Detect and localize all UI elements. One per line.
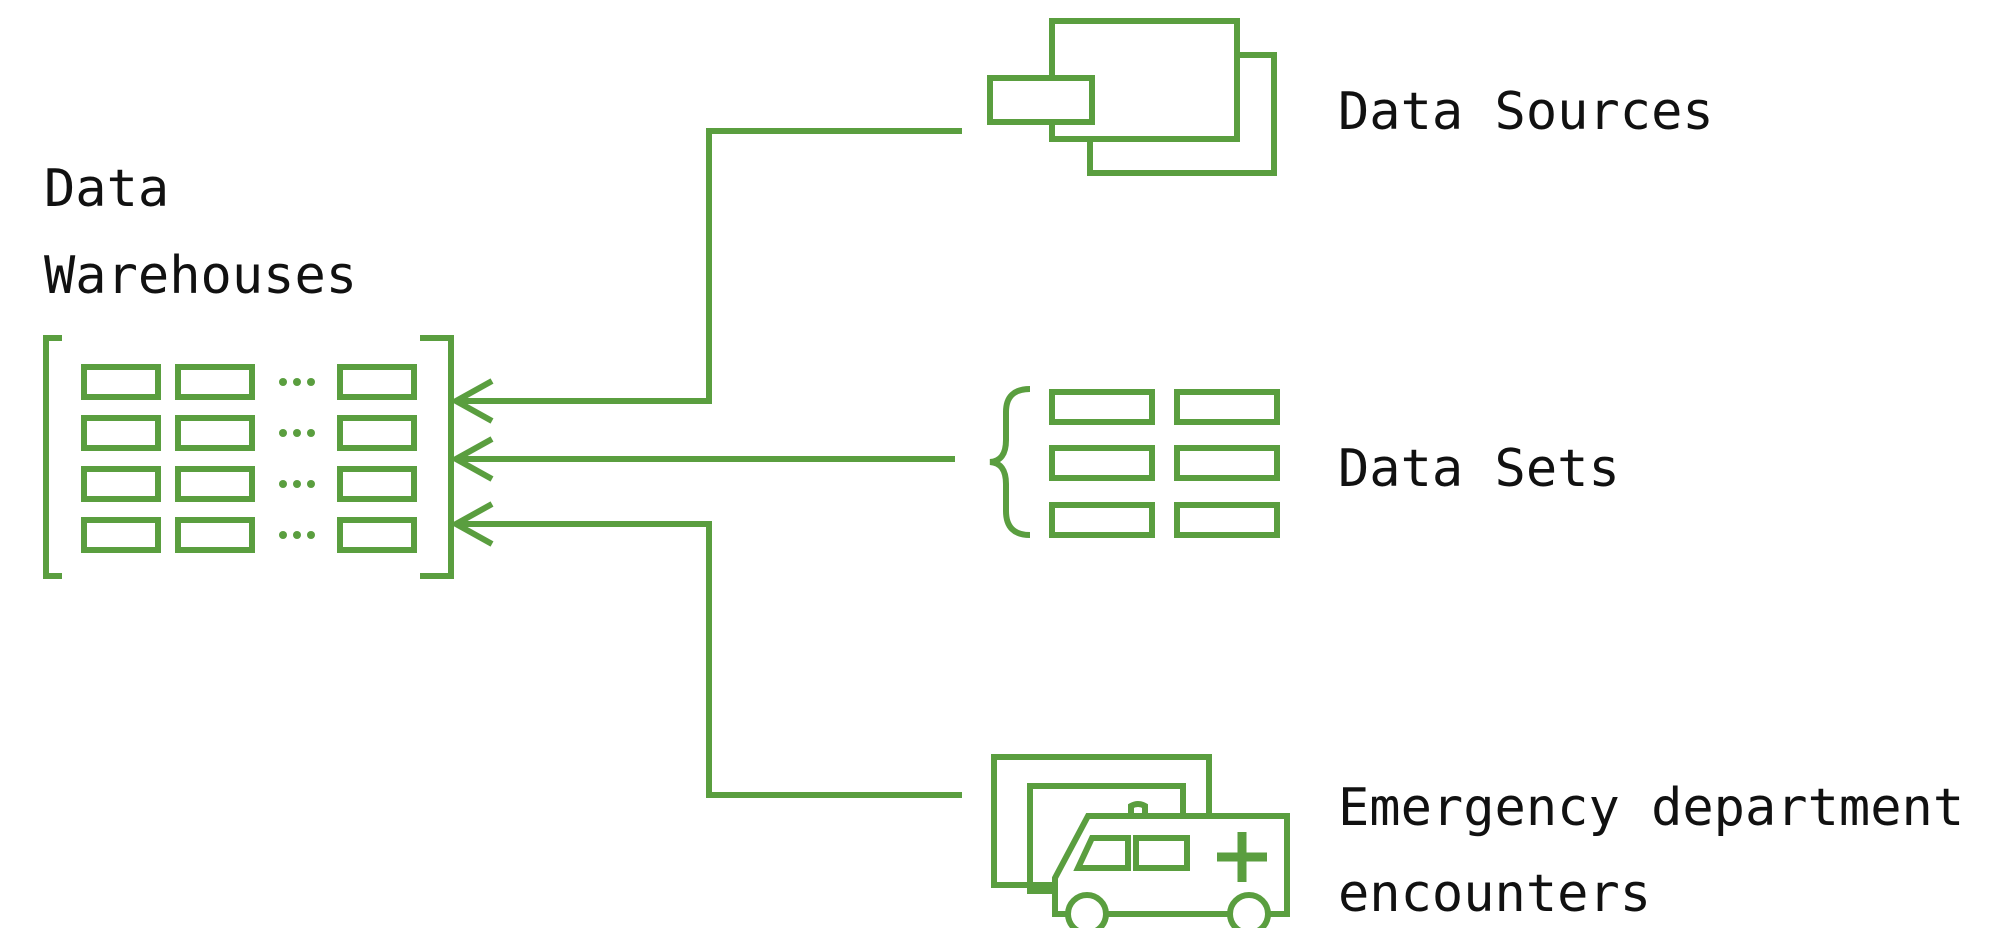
warehouse-cell bbox=[81, 466, 161, 502]
warehouse-ellipsis-dot bbox=[307, 378, 315, 386]
sets-cell bbox=[1049, 502, 1155, 538]
warehouse-cell bbox=[337, 517, 417, 553]
warehouse-cell bbox=[81, 517, 161, 553]
warehouse-ellipsis-dot bbox=[279, 480, 287, 488]
warehouse-cell bbox=[81, 415, 161, 451]
sets-cell bbox=[1174, 389, 1280, 425]
sets-cell bbox=[1049, 389, 1155, 425]
arrowhead-ed bbox=[449, 501, 494, 547]
warehouse-cell bbox=[175, 517, 255, 553]
sets-curly-brace bbox=[989, 386, 1031, 538]
data-sets-label: Data Sets bbox=[1338, 439, 1620, 499]
ambulance-wheel-rear bbox=[1227, 892, 1271, 928]
ambulance-wheel-front bbox=[1065, 892, 1109, 928]
ambulance-window bbox=[1073, 835, 1131, 871]
warehouse-cell bbox=[175, 466, 255, 502]
sets-table-grid bbox=[1049, 389, 1280, 538]
emergency-label-line1: Emergency department bbox=[1338, 778, 1965, 838]
warehouse-ellipsis-dot bbox=[293, 480, 301, 488]
warehouse-ellipsis-dot bbox=[293, 531, 301, 539]
warehouse-ellipsis-dot bbox=[293, 378, 301, 386]
ambulance-light bbox=[1128, 801, 1148, 816]
warehouse-ellipsis-dot bbox=[279, 429, 287, 437]
warehouse-cell bbox=[337, 415, 417, 451]
warehouse-ellipsis-dot bbox=[307, 429, 315, 437]
warehouse-ellipsis-dot bbox=[279, 531, 287, 539]
sets-cell bbox=[1049, 445, 1155, 481]
warehouse-ellipsis-dot bbox=[293, 429, 301, 437]
arrowhead-sources bbox=[449, 378, 494, 424]
warehouse-ellipsis-dot bbox=[307, 531, 315, 539]
data-sets-icon bbox=[989, 386, 1280, 538]
warehouse-cell bbox=[81, 364, 161, 400]
sources-tab bbox=[987, 75, 1095, 125]
warehouse-cell bbox=[175, 415, 255, 451]
sets-cell bbox=[1174, 502, 1280, 538]
warehouse-table-grid bbox=[81, 364, 417, 553]
ambulance-icon bbox=[991, 754, 1290, 928]
warehouse-label-line2: Warehouses bbox=[44, 246, 358, 306]
warehouse-cell bbox=[337, 466, 417, 502]
warehouse-ellipsis-dot bbox=[307, 480, 315, 488]
emergency-label-line2: encounters bbox=[1338, 864, 1652, 924]
connector-sources bbox=[456, 128, 962, 404]
warehouse-label-line1: Data bbox=[44, 159, 170, 219]
warehouse-ellipsis-dot bbox=[279, 378, 287, 386]
connectors bbox=[449, 128, 962, 798]
connector-ed bbox=[456, 521, 962, 798]
warehouse-right-bracket bbox=[420, 335, 454, 579]
warehouse-cell bbox=[337, 364, 417, 400]
sets-cell bbox=[1174, 445, 1280, 481]
warehouse-cell bbox=[175, 364, 255, 400]
arrowhead-sets bbox=[449, 436, 494, 482]
data-sources-icon bbox=[987, 18, 1277, 176]
warehouse-left-bracket bbox=[43, 335, 62, 579]
data-sources-label: Data Sources bbox=[1338, 82, 1714, 142]
ambulance-cross bbox=[1217, 832, 1267, 882]
data-warehouse-icon bbox=[43, 335, 454, 579]
